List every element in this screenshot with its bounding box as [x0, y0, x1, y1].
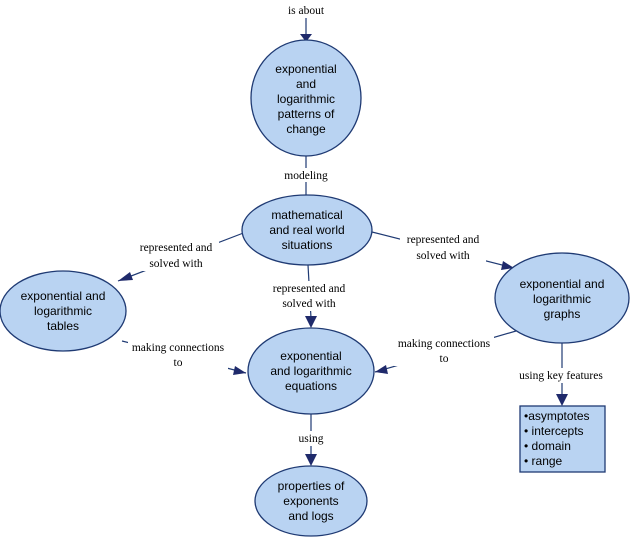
svg-text:to: to — [440, 353, 449, 365]
label-represented-left: represented and solved with — [133, 240, 219, 271]
label-modeling: modeling — [280, 168, 332, 182]
svg-text:• range: • range — [524, 454, 563, 468]
svg-text:and logs: and logs — [288, 509, 333, 523]
label-using-key-features: using key features — [512, 368, 610, 383]
svg-text:making connections: making connections — [132, 342, 225, 354]
svg-text:• intercepts: • intercepts — [524, 424, 584, 438]
svg-text:•asymptotes: •asymptotes — [524, 409, 590, 423]
node-logarithmic-graphs: exponential and logarithmic graphs — [494, 252, 630, 344]
svg-text:represented and: represented and — [140, 242, 213, 254]
svg-text:solved with: solved with — [282, 298, 336, 310]
label-connections-right: making connections to — [394, 336, 494, 366]
svg-text:tables: tables — [47, 319, 79, 333]
svg-text:properties of: properties of — [278, 479, 345, 493]
svg-text:logarithmic: logarithmic — [533, 292, 591, 306]
svg-text:is about: is about — [288, 5, 325, 17]
svg-text:logarithmic: logarithmic — [34, 304, 92, 318]
svg-text:exponential: exponential — [275, 62, 336, 76]
arrow-to-graphs — [501, 261, 514, 270]
label-represented-right: represented and solved with — [400, 232, 486, 262]
node-real-world-situations: mathematical and real world situations — [241, 194, 373, 266]
svg-text:exponential and: exponential and — [21, 289, 106, 303]
svg-text:solved with: solved with — [149, 258, 203, 270]
svg-text:using key features: using key features — [519, 370, 603, 382]
label-using: using — [293, 431, 329, 446]
svg-text:equations: equations — [285, 379, 337, 393]
label-connections-left: making connections to — [128, 340, 228, 370]
node-properties-of-exponents: properties of exponents and logs — [254, 465, 368, 537]
svg-text:mathematical: mathematical — [271, 208, 342, 222]
svg-text:situations: situations — [282, 238, 333, 252]
svg-text:graphs: graphs — [544, 307, 581, 321]
svg-text:• domain: • domain — [524, 439, 571, 453]
svg-text:exponential and: exponential and — [520, 277, 605, 291]
svg-text:patterns of: patterns of — [278, 107, 335, 121]
label-represented-center: represented and solved with — [266, 281, 352, 311]
label-is-about: is about — [280, 2, 334, 17]
node-patterns-of-change: exponential and logarithmic patterns of … — [250, 39, 362, 157]
node-logarithmic-tables: exponential and logarithmic tables — [0, 270, 127, 352]
svg-text:making connections: making connections — [398, 338, 491, 350]
node-key-features-box: •asymptotes • intercepts • domain • rang… — [519, 405, 606, 473]
svg-text:change: change — [286, 122, 326, 136]
arrow-conn-left — [233, 366, 246, 375]
arrow-to-patterns — [300, 34, 312, 42]
node-logarithmic-equations: exponential and logarithmic equations — [247, 327, 375, 415]
svg-text:represented and: represented and — [273, 283, 346, 295]
svg-text:and logarithmic: and logarithmic — [270, 364, 351, 378]
svg-text:logarithmic: logarithmic — [277, 92, 335, 106]
arrow-conn-right — [375, 365, 388, 374]
svg-text:exponents: exponents — [283, 494, 338, 508]
arrow-to-features — [556, 394, 568, 406]
svg-text:modeling: modeling — [284, 170, 328, 182]
svg-text:exponential: exponential — [280, 349, 341, 363]
arrow-to-tables — [118, 272, 133, 281]
arrow-to-properties — [305, 454, 317, 466]
arrow-to-equations-top — [305, 316, 317, 328]
svg-text:and: and — [296, 77, 316, 91]
svg-text:using: using — [299, 433, 324, 445]
svg-text:and real world: and real world — [269, 223, 344, 237]
svg-text:to: to — [174, 357, 183, 369]
svg-text:represented and: represented and — [407, 234, 480, 246]
svg-text:solved with: solved with — [416, 250, 470, 262]
